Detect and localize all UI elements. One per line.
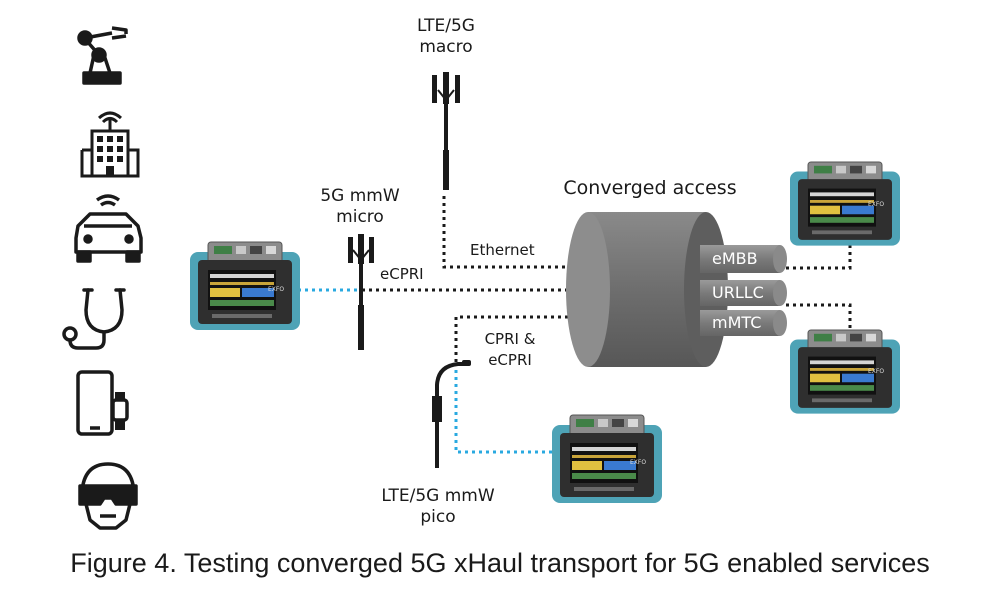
slice-pipe-embb [700, 245, 787, 273]
vr-headset-icon [78, 462, 138, 530]
ecpri-label: eCPRI [380, 265, 424, 283]
smart-building-icon [80, 111, 140, 178]
micro-label: 5G mmW micro [320, 186, 400, 227]
tester-top-right-brand: EXFO [868, 201, 885, 208]
connected-car-icon [74, 194, 143, 263]
slice-label-urllc: URLLC [712, 283, 764, 302]
macro-antenna-icon [432, 72, 460, 190]
ethernet-label: Ethernet [470, 241, 535, 259]
pico-label: LTE/5G mmW pico [381, 486, 495, 527]
tester-left-brand: EXFO [268, 286, 285, 293]
tester-bottom-right-brand: EXFO [868, 368, 885, 375]
link-ethernet [442, 196, 576, 269]
link-pico-tester [454, 370, 556, 454]
link-embb [786, 232, 852, 270]
figure-caption: Figure 4. Testing converged 5G xHaul tra… [70, 548, 930, 578]
macro-label: LTE/5G macro [417, 16, 475, 57]
link-cpri [454, 315, 576, 362]
slice-label-mmtc: mMTC [712, 313, 762, 332]
cpri-ecpri-label: CPRI & eCPRI [484, 330, 536, 369]
stethoscope-icon [62, 288, 126, 350]
phone-watch-icon [76, 370, 129, 436]
industrial-robot-icon [77, 26, 128, 85]
slice-pipe-urllc [700, 280, 787, 306]
converged-access-label: Converged access [563, 177, 737, 199]
pico-lamp-icon [432, 360, 471, 468]
micro-antenna-icon [348, 234, 374, 350]
slice-pipe-mmtc [700, 310, 787, 336]
link-urllc [786, 303, 852, 340]
tester-bottom-brand: EXFO [630, 459, 647, 466]
slice-label-embb: eMBB [712, 249, 758, 268]
